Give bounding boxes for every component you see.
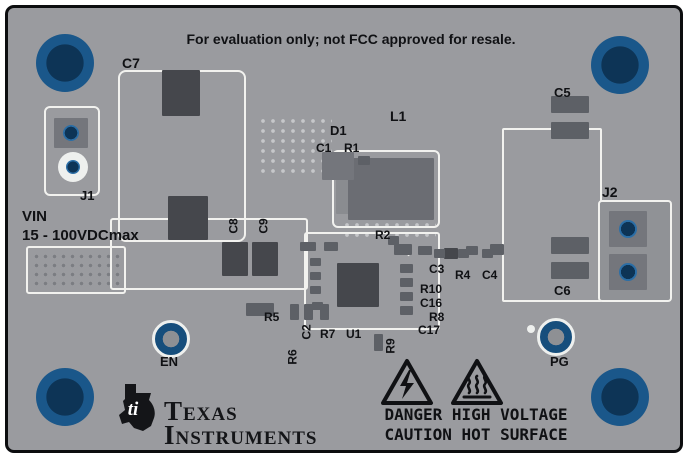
- connector-j1-pin-hole: [66, 160, 80, 174]
- component-pad: [394, 244, 412, 255]
- ref-r10: R10: [420, 282, 443, 296]
- silkscreen-outline-input: [110, 218, 308, 290]
- diode-body: [322, 152, 354, 180]
- cap-c5-pad: [551, 122, 589, 139]
- mounting-hole-bottom-left: [36, 368, 94, 426]
- component-pad: [358, 156, 370, 165]
- component-pad: [458, 249, 469, 258]
- pcb-board: For evaluation only; not FCC approved fo…: [5, 5, 683, 453]
- c7-body-bottom: [168, 196, 208, 240]
- resistor-r5-body: [246, 303, 274, 316]
- component-pad: [374, 334, 383, 351]
- component-pad: [400, 278, 413, 287]
- ref-c1: C1: [316, 141, 332, 155]
- component-pad: [324, 242, 338, 251]
- ti-bug-logo-icon: ti: [119, 384, 155, 431]
- component-pad: [388, 236, 399, 245]
- component-pad: [434, 249, 445, 258]
- silkscreen-outline-inductor: [332, 150, 440, 228]
- connector-j1-outline: [44, 106, 100, 196]
- silkscreen-outline-input-vias: [26, 246, 126, 294]
- lightning-bolt-icon: [400, 370, 414, 399]
- component-pad: [482, 249, 493, 258]
- hot-surface-warning-icon: [451, 359, 503, 405]
- mounting-hole-top-left: [36, 34, 94, 92]
- component-pad: [490, 244, 504, 255]
- ti-wordmark-line1: Texas: [164, 396, 238, 426]
- ref-r2: R2: [375, 228, 391, 242]
- component-pad: [400, 264, 413, 273]
- component-pad: [304, 304, 313, 320]
- high-voltage-warning-icon: [381, 359, 433, 405]
- via-grid-center-top: [258, 116, 332, 174]
- ref-c16: C16: [420, 296, 443, 310]
- mounting-hole-top-right: [591, 36, 649, 94]
- component-pad: [310, 258, 321, 266]
- component-pad: [300, 242, 316, 251]
- ref-r6: R6: [285, 349, 300, 365]
- ref-c17: C17: [418, 323, 441, 337]
- ref-en: EN: [160, 354, 179, 369]
- component-pad: [310, 272, 321, 280]
- cap-c9-body: [252, 242, 278, 276]
- vin-range-label: 15 - 100VDCmax: [22, 227, 139, 244]
- testpoint-pg: [537, 318, 575, 356]
- ref-r9: R9: [383, 338, 398, 354]
- cap-c5-pad: [551, 96, 589, 113]
- component-pad: [418, 246, 432, 255]
- ref-c9: C9: [256, 218, 271, 234]
- ic-u1-body: [337, 263, 379, 307]
- component-pad: [290, 304, 299, 320]
- ti-wordmark-line2: Instruments: [164, 420, 318, 450]
- heat-wave-icon: [482, 374, 488, 395]
- testpoint-pg-via: [527, 325, 535, 333]
- connector-j1-pin-hole: [63, 125, 79, 141]
- component-pad: [310, 286, 321, 294]
- cap-c6-pad: [551, 237, 589, 254]
- ref-l1: L1: [390, 108, 407, 124]
- inductor-body: [348, 158, 434, 220]
- heat-wave-icon: [466, 374, 472, 395]
- ref-c5: C5: [554, 85, 571, 100]
- ref-j2: J2: [602, 184, 618, 200]
- ref-c2: C2: [299, 324, 314, 340]
- mounting-hole-bottom-right: [591, 368, 649, 426]
- c7-body-top: [162, 70, 200, 116]
- ref-c7: C7: [122, 55, 140, 71]
- ref-j1: J1: [80, 188, 95, 203]
- ref-c6: C6: [554, 283, 571, 298]
- ref-r7: R7: [320, 327, 336, 341]
- ref-c8: C8: [226, 218, 241, 234]
- heat-wave-icon: [474, 374, 480, 395]
- vin-label: VIN: [22, 208, 48, 225]
- ref-r1: R1: [344, 141, 360, 155]
- warning-text-line2: CAUTION HOT SURFACE: [384, 425, 568, 444]
- testpoint-en: [152, 320, 190, 358]
- component-pad: [312, 302, 323, 310]
- ref-d1: D1: [330, 123, 347, 138]
- eval-notice: For evaluation only; not FCC approved fo…: [186, 31, 516, 47]
- cap-c6-pad: [551, 262, 589, 279]
- ref-r4: R4: [455, 268, 471, 282]
- via-grid-input: [32, 252, 120, 288]
- ref-r5: R5: [264, 310, 280, 324]
- component-pad: [444, 248, 458, 259]
- component-pad: [466, 246, 478, 255]
- ref-r8: R8: [429, 310, 445, 324]
- component-pad: [400, 292, 413, 301]
- ref-c3: C3: [429, 262, 445, 276]
- component-pad: [320, 304, 329, 320]
- ref-pg: PG: [550, 354, 569, 369]
- cap-c8-body: [222, 242, 248, 276]
- silkscreen-outline-converter: [304, 232, 440, 330]
- connector-j2-pin-hole: [619, 220, 637, 238]
- svg-text:ti: ti: [128, 399, 139, 420]
- warning-text-line1: DANGER HIGH VOLTAGE: [384, 405, 568, 424]
- ref-u1: U1: [346, 327, 362, 341]
- ref-c4: C4: [482, 268, 498, 282]
- component-pad: [400, 306, 413, 315]
- connector-j2-pin-hole: [619, 263, 637, 281]
